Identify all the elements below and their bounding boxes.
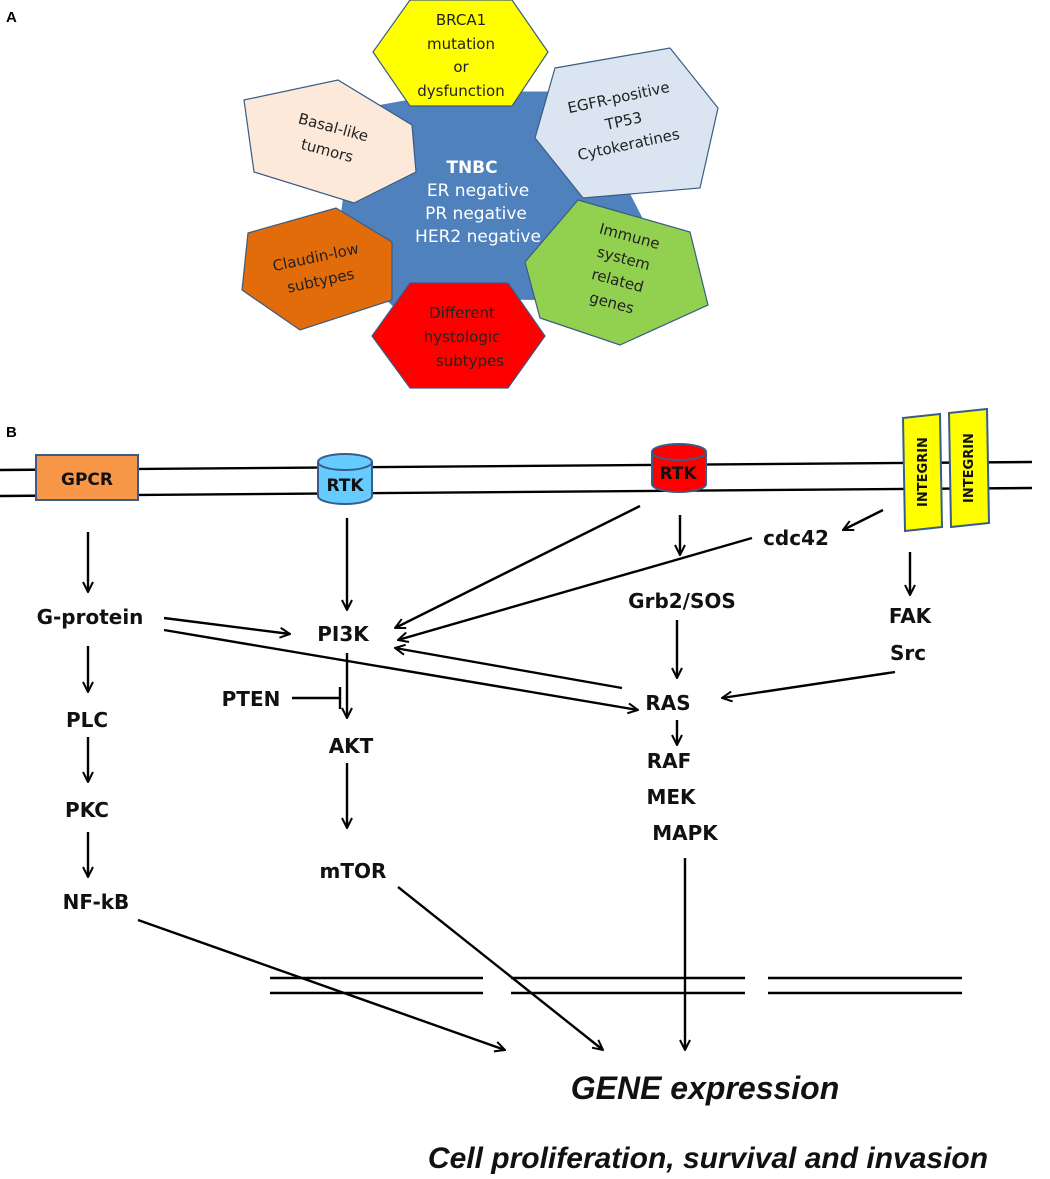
arrow-gprotein-to-ras — [163, 628, 638, 710]
gene-expression-label: GENE expression — [571, 1070, 840, 1106]
arrow-cdc42-to-pi3k — [398, 536, 753, 640]
panel-a-label: A — [6, 9, 17, 26]
node-mek: MEK — [646, 785, 697, 809]
histologic-line1: Different — [429, 304, 495, 322]
arrow-gprotein-to-pi3k — [163, 616, 290, 634]
membrane-line-top — [0, 460, 1033, 472]
tnbc-title: TNBC — [446, 158, 497, 178]
integrin-receptor-2 — [947, 407, 991, 529]
arrow-ras-to-pi3k — [395, 648, 623, 690]
her2-negative: HER2 negative — [415, 227, 541, 247]
gpcr-receptor — [35, 454, 139, 501]
node-ras: RAS — [645, 691, 690, 715]
rtk-blue-receptor — [317, 453, 373, 505]
histologic-line2: hystologic — [424, 328, 501, 346]
node-raf: RAF — [647, 749, 692, 773]
brca1-line2: mutation — [427, 35, 495, 53]
hexagon-basal — [243, 79, 417, 204]
arrow-nfkb-to-gene — [137, 918, 505, 1050]
integrin-1-label: INTEGRIN — [916, 437, 931, 507]
gpcr-label: GPCR — [61, 470, 113, 490]
rtk-red-label: RTK — [659, 464, 697, 484]
hexagon-immune — [524, 199, 709, 346]
arrow-integrin-to-cdc42 — [843, 508, 884, 532]
node-plc: PLC — [66, 708, 108, 732]
integrin-2-label: INTEGRIN — [962, 433, 977, 503]
node-pkc: PKC — [65, 798, 109, 822]
node-pten: PTEN — [222, 687, 281, 711]
membrane-line-bottom — [0, 486, 1033, 498]
er-negative: ER negative — [427, 181, 529, 201]
hexagon-egfr — [534, 47, 719, 199]
arrow-rtk-red-to-pi3k — [395, 504, 641, 630]
tnbc-center-text: TNBC ER negative PR negative HER2 negati… — [415, 158, 541, 247]
rtk-blue-label: RTK — [326, 476, 364, 496]
node-src: Src — [890, 641, 926, 665]
node-mtor: mTOR — [320, 859, 387, 883]
hexagon-claudin — [241, 207, 393, 331]
node-grb2-sos: Grb2/SOS — [628, 589, 736, 613]
brca1-line3: or — [453, 58, 469, 76]
node-cdc42: cdc42 — [763, 526, 829, 550]
pr-negative: PR negative — [425, 204, 527, 224]
integrin-receptor-1 — [901, 412, 944, 533]
nuclear-membrane — [270, 976, 962, 995]
hexagon-brca1 — [372, 0, 549, 107]
node-akt: AKT — [329, 734, 374, 758]
arrow-mtor-to-gene — [397, 886, 603, 1050]
brca1-line4: dysfunction — [417, 82, 505, 100]
rtk-red-receptor — [651, 443, 707, 493]
hexagon-histologic — [371, 282, 546, 389]
node-nf-kb: NF-kB — [63, 890, 130, 914]
node-pi3k: PI3K — [317, 622, 370, 646]
histologic-line3: subtypes — [436, 352, 504, 370]
cell-outcome-label: Cell proliferation, survival and invasio… — [428, 1142, 988, 1175]
node-g-protein: G-protein — [37, 605, 144, 629]
node-fak: FAK — [889, 604, 933, 628]
panel-b-label: B — [6, 424, 17, 441]
brca1-line1: BRCA1 — [436, 11, 486, 29]
arrow-src-to-ras — [722, 670, 896, 698]
node-mapk: MAPK — [652, 821, 719, 845]
